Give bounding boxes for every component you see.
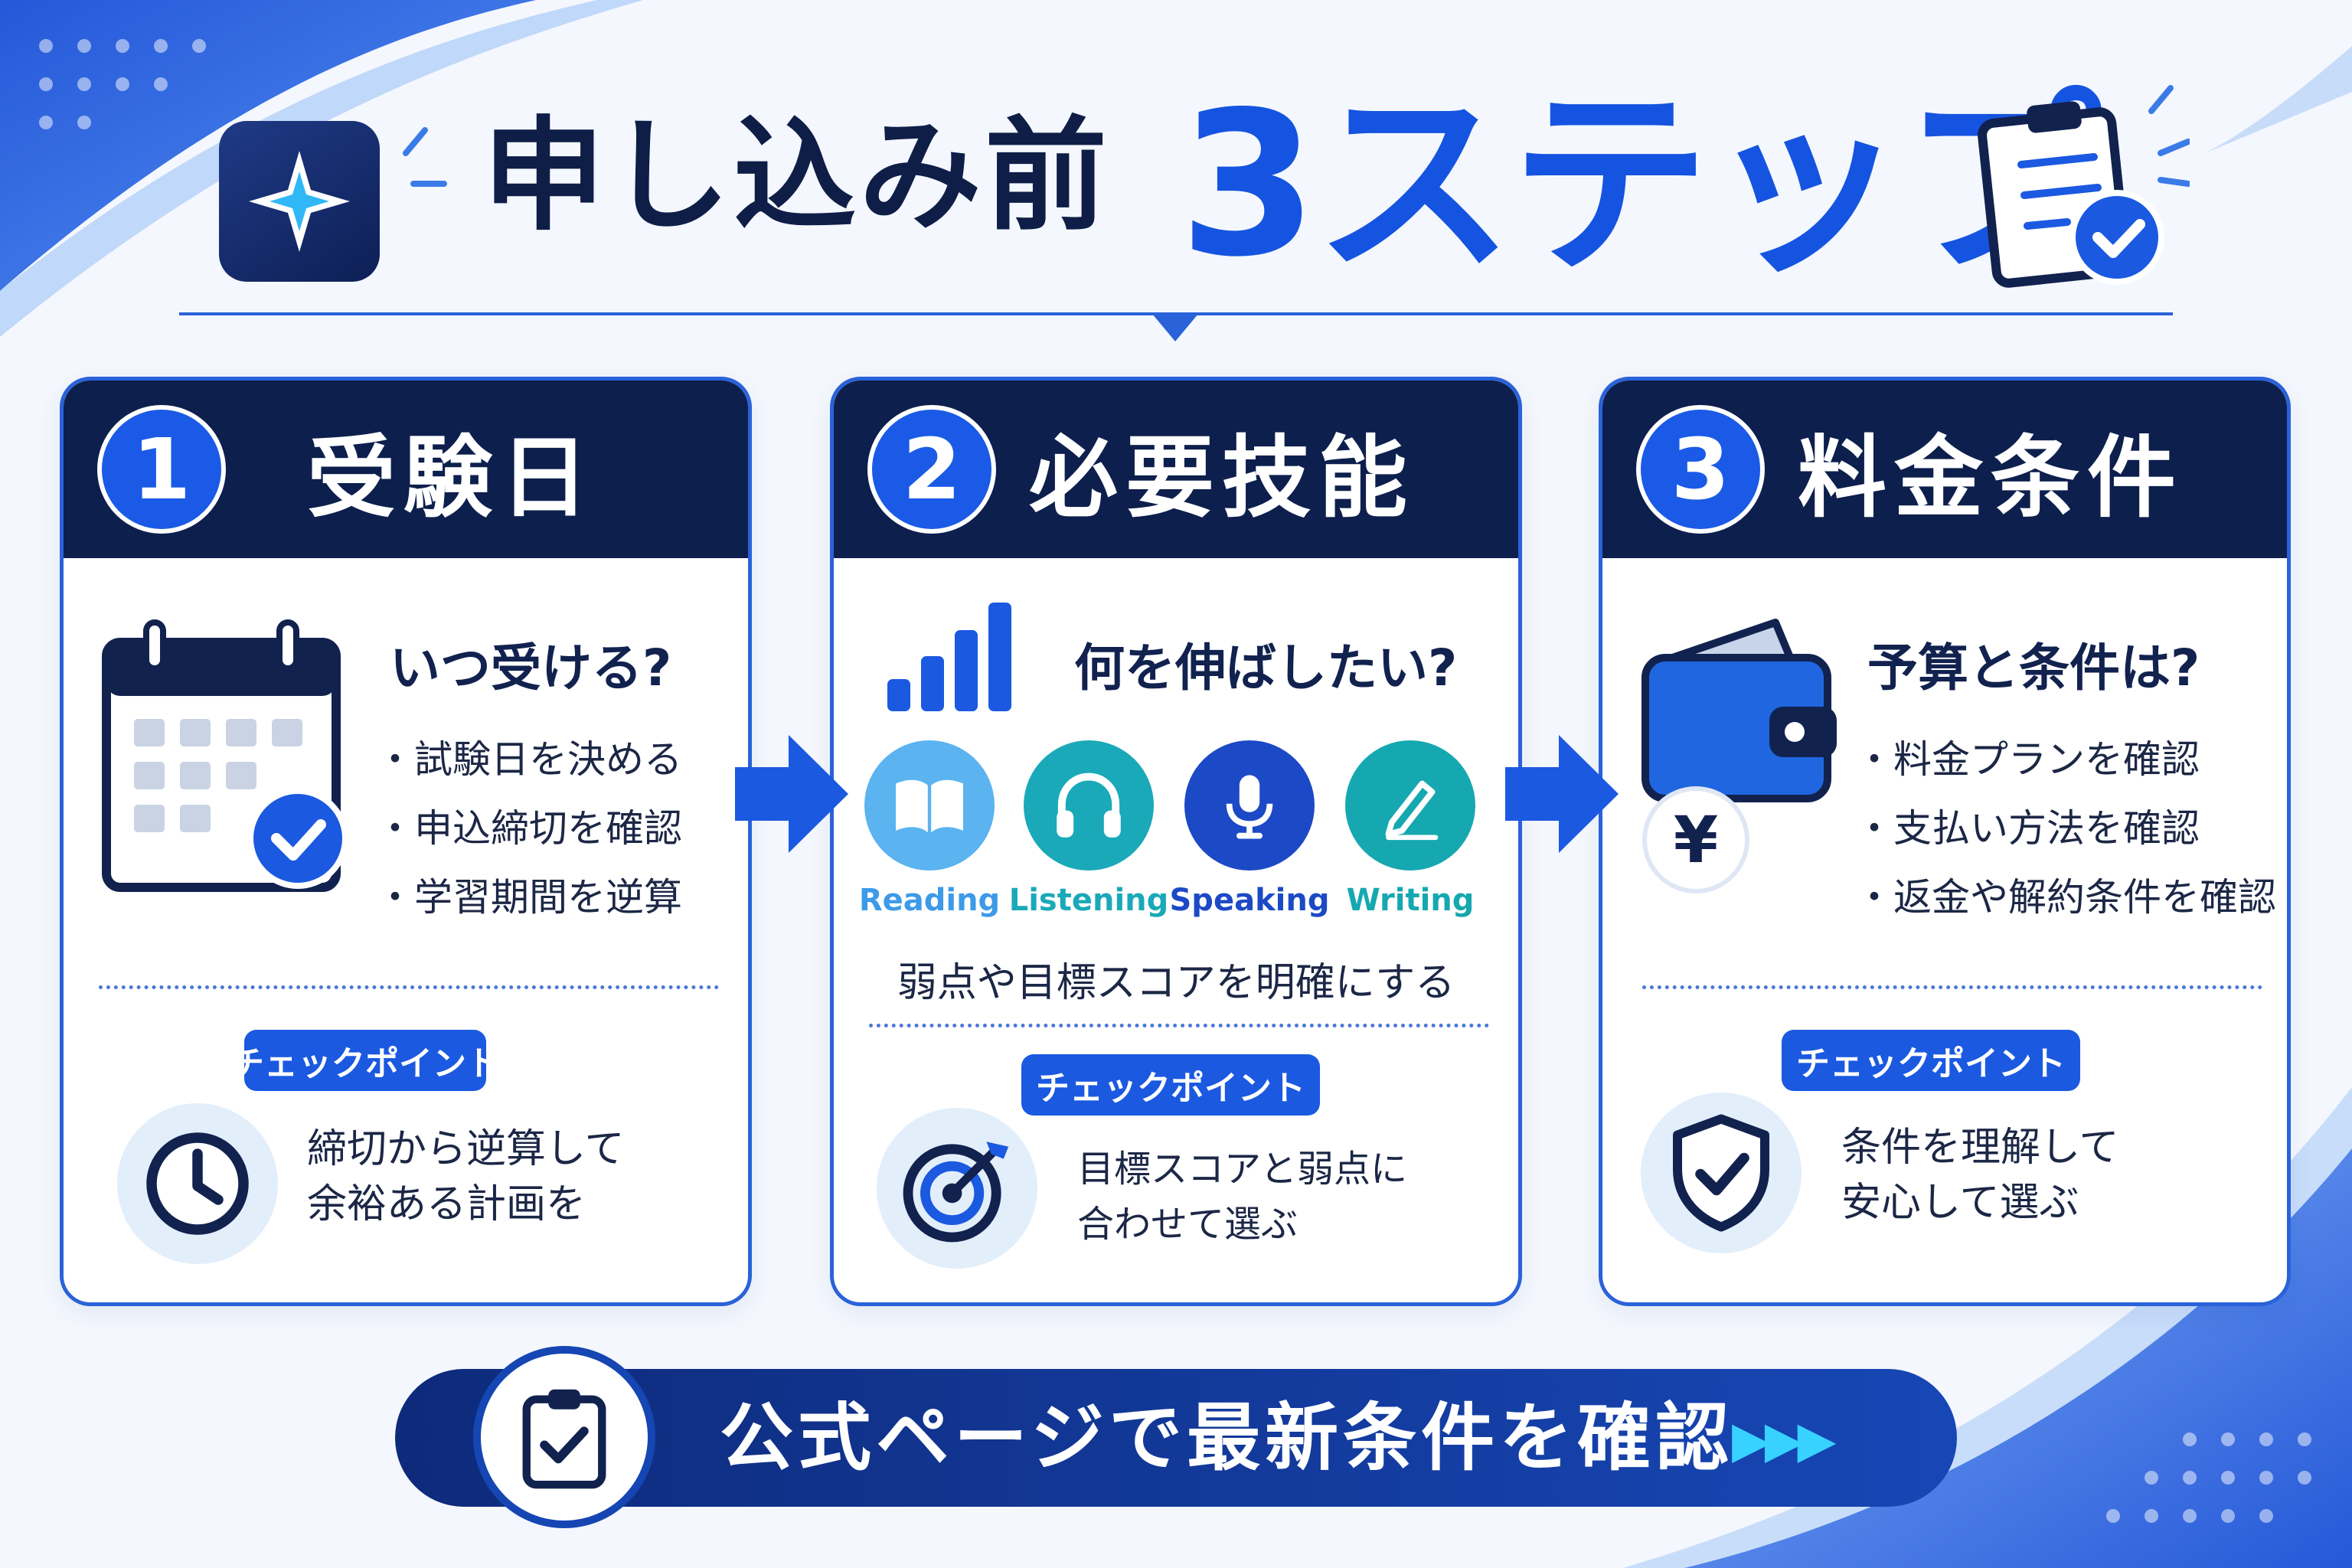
dotted-divider — [869, 1024, 1489, 1027]
checkpoint-badge: チェックポイント — [1782, 1030, 2080, 1091]
checkpoint-icon-circle — [117, 1103, 278, 1264]
step-question: 何を伸ばしたい? — [1074, 639, 1458, 697]
page-title-accent: 3ステップ — [1179, 70, 2102, 301]
list-item: 申込締切を確認 — [376, 794, 682, 863]
calendar-check-icon — [102, 619, 348, 892]
skill-reading: Reading — [859, 740, 1000, 918]
checkpoint-badge: チェックポイント — [230, 1030, 500, 1091]
skill-label: Writing — [1346, 883, 1475, 918]
star-logo — [219, 121, 380, 282]
list-item: 料金プランを確認 — [1855, 725, 2276, 794]
checkpoint-icon-circle — [1641, 1093, 1802, 1253]
skill-listening: Listening — [1009, 740, 1168, 918]
step-title: 受験日 — [307, 426, 596, 530]
shield-check-icon — [1673, 1114, 1769, 1232]
page-title: 申し込み前 — [482, 104, 1111, 247]
star-icon — [249, 151, 350, 252]
step-header: 3 料金条件 — [1602, 381, 2287, 558]
list-item: 返金や解約条件を確認 — [1855, 863, 2276, 932]
list-item: 支払い方法を確認 — [1855, 794, 2276, 863]
checkpoint-line: 余裕ある計画を — [307, 1181, 586, 1227]
pencil-icon — [1385, 780, 1439, 841]
checkpoint-line: 合わせて選ぶ — [1077, 1203, 1298, 1246]
checkpoint-text: 締切から逆算して 余裕ある計画を — [307, 1122, 624, 1232]
skill-label: Reading — [858, 883, 1001, 918]
checkpoint-line: 目標スコアと弱点に — [1077, 1148, 1408, 1191]
step-card-2: 2 必要技能 何を伸ばしたい? Reading Listening — [830, 377, 1522, 1306]
arrow-right-icon — [1505, 735, 1619, 853]
banner-icon-circle — [481, 1354, 648, 1521]
step-card-1: 1 受験日 いつ受ける? 試験日を決める 申込締切を確認 学習期間を逆算 チェッ… — [60, 377, 752, 1306]
skill-label: Speaking — [1169, 883, 1330, 918]
step-header: 1 受験日 — [64, 381, 748, 558]
step-title: 必要技能 — [1029, 426, 1415, 530]
checkpoint-text: 条件を理解して 安心して選ぶ — [1841, 1120, 2118, 1230]
yen-badge: ¥ — [1642, 786, 1749, 893]
book-icon — [896, 779, 963, 833]
step-card-3: 3 料金条件 ¥ 予算と条件は? 料金プランを確認 支払い方法を確認 返金や解約… — [1599, 377, 2291, 1306]
signal-bars-icon — [887, 603, 1011, 711]
skill-note: 弱点や目標スコアを明確にする — [897, 960, 1455, 1006]
skill-label: Listening — [1008, 883, 1169, 918]
step-title: 料金条件 — [1798, 426, 2184, 530]
list-item: 学習期間を逆算 — [376, 863, 682, 932]
step-number: 2 — [867, 405, 996, 534]
step-header: 2 必要技能 — [834, 381, 1518, 558]
step-question: 予算と条件は? — [1867, 639, 2200, 697]
step-number: 1 — [97, 405, 226, 534]
clipboard-check-icon — [522, 1389, 606, 1489]
sparkle-lines-icon — [403, 127, 447, 187]
skill-speaking: Speaking — [1170, 740, 1329, 918]
checkpoint-icon-circle — [877, 1108, 1037, 1269]
step-question: いつ受ける? — [390, 639, 672, 697]
checkpoint-line: 安心して選ぶ — [1841, 1180, 2079, 1226]
arrow-right-icon — [735, 735, 848, 853]
wallet-icon — [1642, 619, 1837, 802]
dotted-divider — [99, 985, 719, 989]
skill-writing: Writing — [1345, 740, 1475, 918]
list-item: 試験日を決める — [376, 725, 682, 794]
microphone-icon — [1226, 775, 1273, 839]
checkpoint-line: 条件を理解して — [1841, 1125, 2119, 1171]
divider-notch — [1152, 314, 1198, 341]
clock-icon — [146, 1132, 249, 1235]
step-bullets: 料金プランを確認 支払い方法を確認 返金や解約条件を確認 — [1855, 725, 2276, 932]
banner-arrows: ▶▶▶ — [1732, 1410, 1836, 1469]
banner-text[interactable]: 公式ページで最新条件を確認 — [720, 1395, 1734, 1481]
target-icon — [903, 1142, 1009, 1243]
checkpoint-badge: チェックポイント — [1021, 1054, 1320, 1116]
step-bullets: 試験日を決める 申込締切を確認 学習期間を逆算 — [376, 725, 682, 932]
dotted-divider — [1642, 985, 2262, 989]
step-number: 3 — [1636, 405, 1765, 534]
checkpoint-line: 締切から逆算して — [307, 1126, 625, 1172]
cta-banner[interactable] — [395, 1369, 1957, 1507]
checkpoint-text: 目標スコアと弱点に 合わせて選ぶ — [1077, 1142, 1407, 1252]
headphones-icon — [1057, 773, 1121, 838]
clipboard-check-icon — [1978, 85, 2190, 288]
